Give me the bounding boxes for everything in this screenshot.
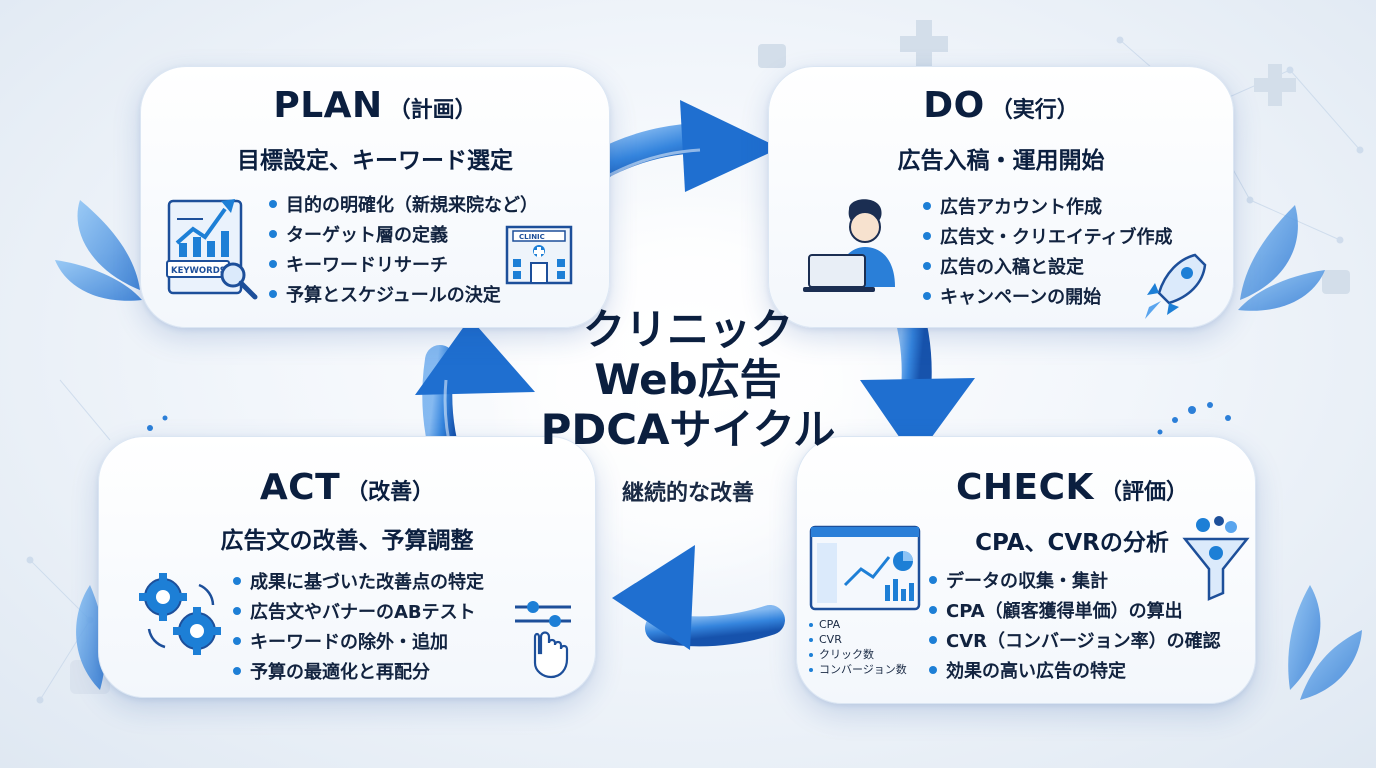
cycle-title: クリニック Web広告 PDCAサイクル bbox=[520, 305, 856, 455]
list-item: 成果に基づいた改善点の特定 bbox=[233, 568, 484, 598]
list-item: 広告の入稿と設定 bbox=[923, 253, 1173, 283]
list-item: キャンペーンの開始 bbox=[923, 283, 1173, 313]
list-item: キーワードの除外・追加 bbox=[233, 628, 484, 658]
keyword-label: KEYWORDS bbox=[171, 266, 226, 276]
check-title: CHECK（評価） bbox=[889, 467, 1255, 508]
do-bullets: 広告アカウント作成 広告文・クリエイティブ作成 広告の入稿と設定 キャンペーンの… bbox=[923, 193, 1173, 313]
list-item: 目的の明確化（新規来院など） bbox=[269, 191, 538, 221]
list-item: 予算とスケジュールの決定 bbox=[269, 281, 538, 311]
plan-subtitle: 目標設定、キーワード選定 bbox=[237, 148, 513, 174]
check-card: CHECK（評価） CPA、CVRの分析 データの収集・集計 CPA（顧客獲得単… bbox=[796, 436, 1256, 704]
act-title-jp: （改善） bbox=[346, 480, 435, 505]
funnel-icon bbox=[1182, 516, 1250, 601]
check-title-jp: （評価） bbox=[1099, 480, 1188, 505]
act-card: ACT（改善） 広告文の改善、予算調整 成果に基づいた改善点の特定 広告文やバナ… bbox=[98, 436, 596, 698]
plan-title: PLAN（計画） bbox=[141, 85, 609, 126]
list-item: CVR bbox=[809, 632, 907, 647]
cycle-title-line: PDCAサイクル bbox=[540, 405, 836, 454]
list-item: クリック数 bbox=[809, 647, 907, 662]
act-title: ACT（改善） bbox=[99, 467, 595, 508]
do-title: DO（実行） bbox=[769, 85, 1233, 126]
act-bullets: 成果に基づいた改善点の特定 広告文やバナーのABテスト キーワードの除外・追加 … bbox=[233, 568, 484, 688]
check-title-en: CHECK bbox=[956, 467, 1094, 508]
clinic-sign: CLINIC bbox=[519, 233, 545, 241]
list-item: データの収集・集計 bbox=[929, 567, 1221, 597]
dashboard-icon bbox=[809, 525, 921, 611]
list-item: CPA bbox=[809, 617, 907, 632]
cycle-subtitle: 継続的な改善 bbox=[621, 481, 754, 506]
do-title-en: DO bbox=[923, 85, 985, 126]
list-item: 効果の高い広告の特定 bbox=[929, 657, 1221, 687]
cycle-title-line: Web広告 bbox=[594, 355, 782, 404]
act-title-en: ACT bbox=[259, 467, 341, 508]
check-bullets: データの収集・集計 CPA（顧客獲得単価）の算出 CVR（コンバージョン率）の確… bbox=[929, 567, 1221, 687]
list-item: コンバージョン数 bbox=[809, 662, 907, 677]
list-item: 予算の最適化と再配分 bbox=[233, 658, 484, 688]
list-item: キーワードリサーチ bbox=[269, 251, 538, 281]
list-item: 広告アカウント作成 bbox=[923, 193, 1173, 223]
clinic-building-icon: CLINIC bbox=[505, 225, 573, 285]
do-title-jp: （実行） bbox=[990, 98, 1079, 123]
act-subtitle: 広告文の改善、予算調整 bbox=[220, 528, 474, 554]
list-item: CPA（顧客獲得単価）の算出 bbox=[929, 597, 1221, 627]
do-card: DO（実行） 広告入稿・運用開始 広告アカウント作成 広告文・クリエイティブ作成… bbox=[768, 66, 1234, 328]
plan-title-en: PLAN bbox=[273, 85, 383, 126]
keyword-search-icon: KEYWORDS bbox=[166, 199, 258, 300]
person-laptop-icon bbox=[803, 199, 895, 292]
plan-card: PLAN（計画） 目標設定、キーワード選定 目的の明確化（新規来院など） ターゲ… bbox=[140, 66, 610, 328]
list-item: CVR（コンバージョン率）の確認 bbox=[929, 627, 1221, 657]
list-item: 広告文・クリエイティブ作成 bbox=[923, 223, 1173, 253]
list-item: ターゲット層の定義 bbox=[269, 221, 538, 251]
gears-icon bbox=[139, 573, 221, 655]
list-item: 広告文やバナーのABテスト bbox=[233, 598, 484, 628]
plan-bullets: 目的の明確化（新規来院など） ターゲット層の定義 キーワードリサーチ 予算とスケ… bbox=[269, 191, 538, 311]
rocket-icon bbox=[1145, 253, 1207, 319]
metric-list: CPA CVR クリック数 コンバージョン数 bbox=[809, 617, 907, 677]
do-subtitle: 広告入稿・運用開始 bbox=[897, 148, 1105, 174]
plan-title-jp: （計画） bbox=[388, 98, 477, 123]
check-subtitle: CPA、CVRの分析 bbox=[975, 530, 1169, 556]
slider-hand-icon bbox=[515, 601, 571, 679]
cycle-title-line: クリニック bbox=[582, 305, 793, 354]
